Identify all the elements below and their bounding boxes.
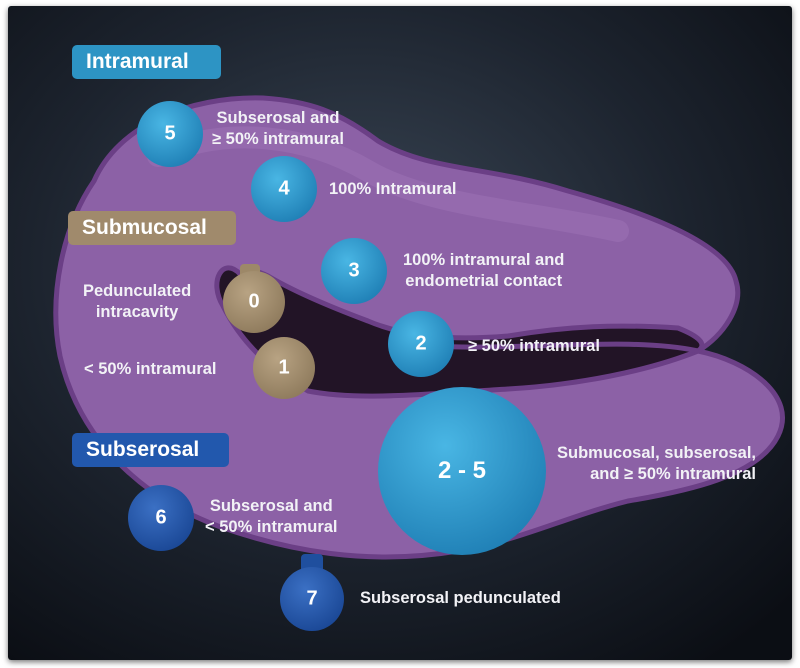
number-2: 2	[415, 332, 427, 355]
label-2-5-line-1: Submucosal, subserosal,	[557, 444, 756, 462]
fibroid-6	[128, 485, 194, 551]
label-7-line-1: Subserosal pedunculated	[360, 589, 561, 607]
label-7: Subserosal pedunculated	[360, 588, 561, 609]
label-5-line-1: Subserosal and	[216, 109, 340, 127]
label-0: Pedunculated intracavity	[83, 281, 191, 323]
label-1-line-1: < 50% intramural	[84, 360, 217, 378]
number-2-5: 2 - 5	[437, 457, 487, 484]
label-3: 100% intramural and endometrial contact	[403, 250, 564, 292]
label-2-5: Submucosal, subserosal, and ≥ 50% intram…	[557, 443, 756, 485]
number-5: 5	[164, 122, 176, 145]
label-3-line-2: endometrial contact	[405, 272, 563, 290]
label-0-line-2: intracavity	[95, 303, 179, 321]
number-3: 3	[348, 259, 360, 282]
fibroid-4	[251, 156, 317, 222]
tag-intramural: Intramural	[72, 45, 221, 79]
figo-fibroid-diagram: Intramural Submucosal Subserosal 5 4 3 2…	[8, 6, 792, 660]
fibroid-2	[388, 311, 454, 377]
number-4: 4	[278, 177, 290, 200]
horn-groove	[427, 341, 699, 354]
fibroid-1	[253, 337, 315, 399]
fibroid-7	[280, 567, 344, 631]
number-0: 0	[248, 290, 260, 313]
label-1: < 50% intramural	[84, 359, 217, 380]
fibroid-2-5	[378, 387, 546, 555]
fibroid-3	[321, 238, 387, 304]
number-6: 6	[155, 506, 167, 529]
label-4: 100% Intramural	[329, 179, 456, 200]
label-5-line-2: ≥ 50% intramural	[212, 130, 344, 148]
label-3-line-1: 100% intramural and	[403, 251, 565, 269]
fibroid-0	[223, 271, 285, 333]
label-2-5-line-2: and ≥ 50% intramural	[590, 465, 756, 483]
label-2-line-1: ≥ 50% intramural	[468, 337, 600, 355]
label-6-line-2: < 50% intramural	[205, 518, 338, 536]
label-0-line-1: Pedunculated	[83, 282, 192, 300]
label-2: ≥ 50% intramural	[468, 336, 600, 357]
label-5: Subserosal and ≥ 50% intramural	[212, 108, 344, 150]
tag-subserosal: Subserosal	[72, 433, 229, 467]
label-4-line-1: 100% Intramural	[329, 180, 457, 198]
diagram-graphic	[8, 6, 792, 660]
number-1: 1	[278, 356, 290, 379]
uterus-highlight	[147, 126, 629, 242]
fibroid-5	[137, 101, 203, 167]
label-6-line-1: Subserosal and	[209, 497, 333, 515]
label-6: Subserosal and < 50% intramural	[205, 496, 338, 538]
number-7: 7	[306, 587, 318, 610]
tag-submucosal: Submucosal	[68, 211, 236, 245]
